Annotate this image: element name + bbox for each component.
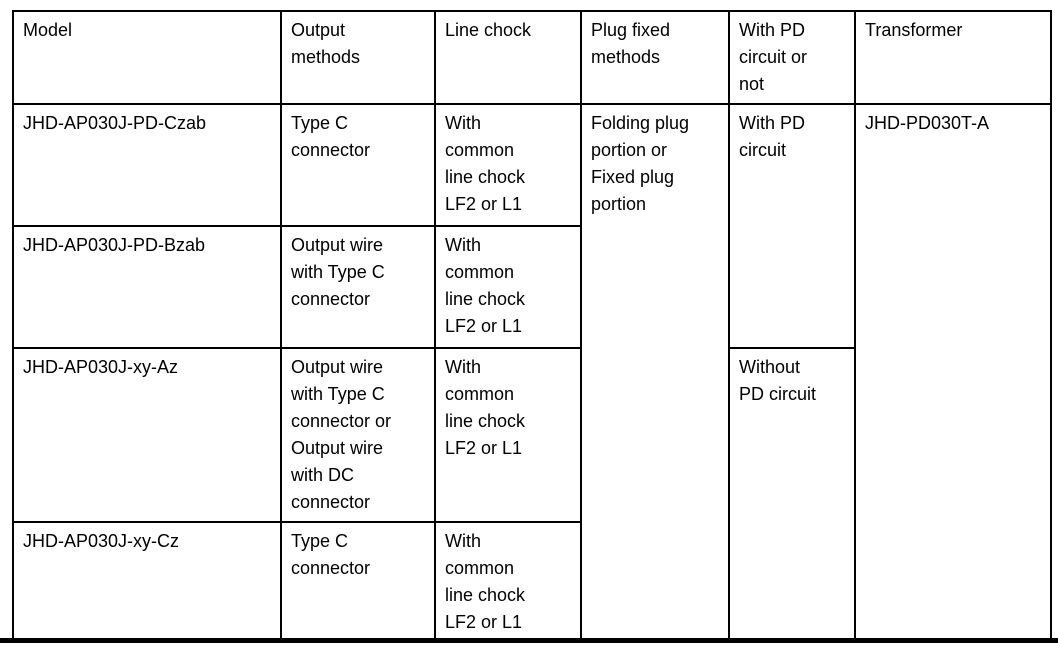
- line-chock-cell: With common line chock LF2 or L1: [434, 347, 582, 523]
- header-cell-line-chock: Line chock: [434, 10, 582, 105]
- header-cell-plug-fixed-methods: Plug fixed methods: [580, 10, 730, 105]
- line-chock-cell: With common line chock LF2 or L1: [434, 521, 582, 643]
- header-cell-transformer: Transformer: [854, 10, 1052, 105]
- line-chock-cell: With common line chock LF2 or L1: [434, 103, 582, 227]
- model-cell: JHD-AP030J-PD-Bzab: [12, 225, 282, 349]
- output-methods-cell: Type C connector: [280, 103, 436, 227]
- plug-fixed-methods-cell: Folding plug portion or Fixed plug porti…: [580, 103, 730, 643]
- output-methods-cell: Type C connector: [280, 521, 436, 643]
- transformer-cell: JHD-PD030T-A: [854, 103, 1052, 643]
- table-row: JHD-AP030J-PD-Bzab Output wire with Type…: [12, 225, 1051, 349]
- model-cell: JHD-AP030J-xy-Az: [12, 347, 282, 523]
- header-cell-output-methods: Output methods: [280, 10, 436, 105]
- model-cell: JHD-AP030J-PD-Czab: [12, 103, 282, 227]
- model-spec-table: Model Output methods Line chock Plug fix…: [12, 10, 1052, 643]
- line-chock-cell: With common line chock LF2 or L1: [434, 225, 582, 349]
- header-row: Model Output methods Line chock Plug fix…: [12, 10, 1052, 105]
- output-methods-cell: Output wire with Type C connector: [280, 225, 436, 349]
- header-cell-model: Model: [12, 10, 282, 105]
- page-bottom-rule: [0, 638, 1058, 643]
- header-cell-pd-circuit: With PD circuit or not: [728, 10, 856, 105]
- model-cell: JHD-AP030J-xy-Cz: [12, 521, 282, 643]
- table-row: JHD-AP030J-PD-Czab Type C connector With…: [12, 103, 1052, 643]
- output-methods-cell: Output wire with Type C connector or Out…: [280, 347, 436, 523]
- pd-circuit-cell: With PD circuit: [728, 103, 856, 349]
- pd-circuit-cell: Without PD circuit: [728, 347, 856, 643]
- table-row: JHD-AP030J-xy-Cz Type C connector With c…: [12, 521, 1051, 643]
